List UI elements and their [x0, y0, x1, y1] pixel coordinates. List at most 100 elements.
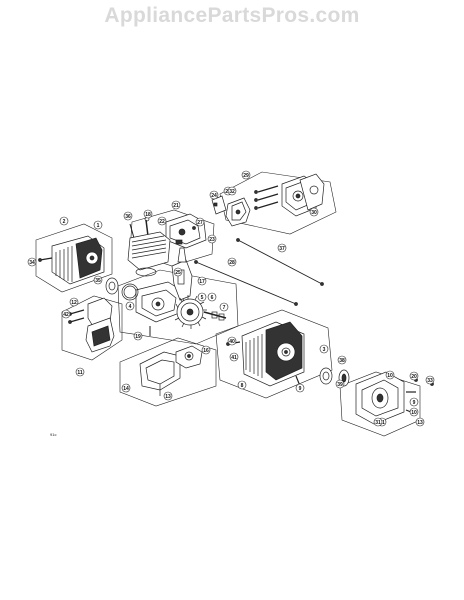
callout-c38: 38: [337, 355, 347, 365]
callout-c33: 33: [425, 375, 435, 385]
callout-c5: 5: [197, 292, 207, 302]
callout-number: 21: [173, 203, 179, 209]
callout-c8: 8: [237, 380, 247, 390]
footer-label: 91c: [50, 432, 56, 437]
callout-c20: 20: [409, 371, 419, 381]
callout-c19: 19: [133, 331, 143, 341]
fan-housing-group: [35, 223, 119, 295]
callout-number: 24: [211, 193, 217, 199]
callout-c6: 6: [207, 292, 217, 302]
callout-number: 37: [279, 246, 285, 252]
callout-c39: 39: [335, 379, 345, 389]
callout-circle: [59, 216, 69, 226]
callout-c14: 14: [121, 383, 131, 393]
callout-number: 1: [97, 223, 100, 229]
callout-number: 2: [63, 219, 66, 225]
callout-number: 14: [123, 386, 129, 392]
callout-circle: [195, 217, 205, 227]
callout-number: 9: [413, 400, 416, 406]
callout-circle: [337, 355, 347, 365]
callout-number: 17: [199, 279, 205, 285]
callout-circle: [237, 380, 247, 390]
callout-number: 7: [223, 305, 226, 311]
callout-circle: [219, 302, 229, 312]
callout-number: 4: [129, 304, 132, 310]
callout-c12: 12: [69, 297, 79, 307]
callout-c25: 25: [173, 267, 183, 277]
callout-circle: [425, 375, 435, 385]
callout-c13: 13: [163, 391, 173, 401]
callout-number: 32: [229, 189, 235, 195]
callout-number: 28: [229, 260, 235, 266]
callout-circle: [335, 379, 345, 389]
callout-c31: 31: [373, 417, 383, 427]
crankcase-group: [117, 247, 239, 345]
watermark-logo: AppliancePartsPros.com: [104, 4, 360, 27]
callout-circle: [61, 309, 71, 319]
callout-number: 12: [71, 300, 77, 306]
callout-circle: [415, 417, 425, 427]
callout-circle: [143, 209, 153, 219]
callout-c34: 34: [27, 257, 37, 267]
callout-number: 10: [387, 373, 393, 379]
callout-circle: [173, 267, 183, 277]
callout-circle: [93, 275, 103, 285]
fuel-tank-group: [119, 337, 217, 407]
callout-circle: [277, 243, 287, 253]
part-callouts: 1234567899101011121313141617181920212122…: [27, 170, 435, 427]
callout-number: 18: [145, 212, 151, 218]
callout-number: 34: [29, 260, 35, 266]
callout-c40: 40: [227, 336, 237, 346]
callout-circle: [133, 331, 143, 341]
callout-c29: 29: [241, 170, 251, 180]
callout-circle: [163, 391, 173, 401]
callout-c36: 36: [123, 211, 133, 221]
callout-number: 20: [411, 374, 417, 380]
callout-circle: [229, 352, 239, 362]
callout-circle: [197, 292, 207, 302]
engine-housing-group: [215, 309, 333, 399]
cylinder-group: [127, 231, 171, 277]
callout-number: 8: [241, 383, 244, 389]
callout-circle: [27, 257, 37, 267]
callout-c21: 21: [171, 200, 181, 210]
callout-number: 25: [175, 270, 181, 276]
callout-circle: [309, 207, 319, 217]
callout-c18: 18: [143, 209, 153, 219]
callout-number: 10: [411, 410, 417, 416]
callout-number: 9: [299, 386, 302, 392]
callout-c16: 16: [201, 345, 211, 355]
callout-c9: 9: [295, 383, 305, 393]
callout-number: 13: [417, 420, 423, 426]
callout-circle: [227, 186, 237, 196]
callout-number: 30: [311, 210, 317, 216]
callout-circle: [409, 371, 419, 381]
muffler-group: [61, 295, 123, 361]
callout-c9b: 9: [409, 397, 419, 407]
callout-circle: [201, 345, 211, 355]
callout-number: 35: [95, 278, 101, 284]
callout-c32: 32: [227, 186, 237, 196]
callout-number: 23: [209, 237, 215, 243]
callout-c13b: 13: [415, 417, 425, 427]
callout-c22: 22: [157, 216, 167, 226]
flywheel: [174, 295, 207, 329]
callout-c37: 37: [277, 243, 287, 253]
callout-circle: [125, 301, 135, 311]
callout-c35: 35: [93, 275, 103, 285]
throttle-cable: [194, 238, 324, 306]
callout-c17: 17: [197, 276, 207, 286]
callout-number: 16: [203, 348, 209, 354]
callout-number: 29: [243, 173, 249, 179]
callout-c28: 28: [227, 257, 237, 267]
callout-circle: [373, 417, 383, 427]
callout-number: 38: [339, 358, 345, 364]
callout-c10b: 10: [409, 407, 419, 417]
callout-number: 22: [159, 219, 165, 225]
callout-circle: [123, 211, 133, 221]
callout-c42: 42: [61, 309, 71, 319]
callout-circle: [385, 370, 395, 380]
callout-circle: [409, 407, 419, 417]
callout-circle: [207, 234, 217, 244]
